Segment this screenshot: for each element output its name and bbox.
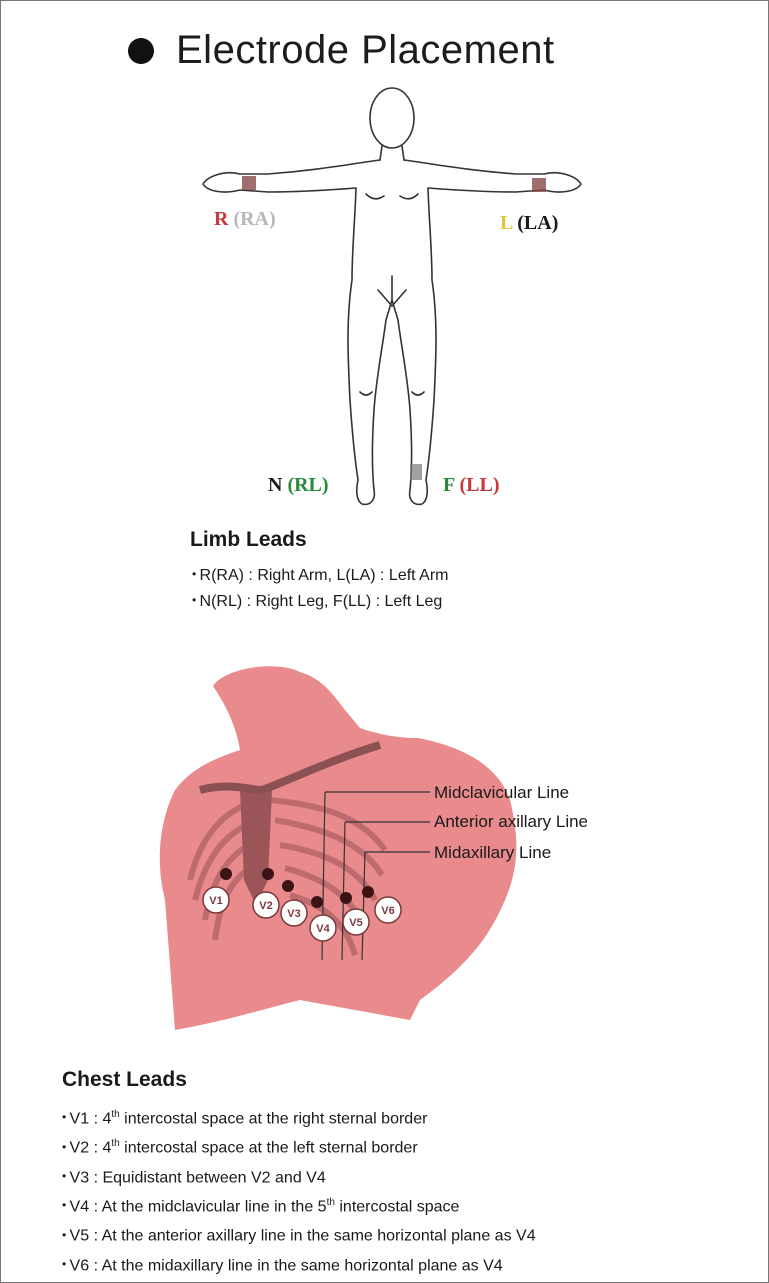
limb-leads-heading: Limb Leads — [190, 528, 307, 552]
ll-electrode — [410, 464, 422, 480]
f-letter: F — [443, 474, 454, 496]
v2-label: V2 — [259, 900, 272, 912]
n-letter: N — [268, 474, 282, 496]
ra-electrode — [242, 176, 256, 190]
midclavicular-label: Midclavicular Line — [434, 783, 569, 803]
list-item: V5 : At the anterior axillary line in th… — [62, 1219, 536, 1248]
la-electrode — [532, 178, 546, 192]
list-item: V1 : 4th intercostal space at the right … — [62, 1102, 536, 1131]
la-label: L (LA) — [500, 212, 558, 235]
head-outline — [370, 88, 414, 148]
chest-leads-list: V1 : 4th intercostal space at the right … — [62, 1102, 536, 1278]
body-outline — [203, 88, 581, 504]
list-item: V3 : Equidistant between V2 and V4 — [62, 1161, 536, 1190]
ll-text: (LL) — [459, 474, 499, 496]
ra-text: (RA) — [233, 208, 275, 230]
l-letter: L — [500, 212, 512, 234]
list-item: R(RA) : Right Arm, L(LA) : Left Arm — [192, 562, 449, 588]
v3-label: V3 — [287, 908, 300, 920]
anterior-axillary-label: Anterior axillary Line — [434, 812, 588, 832]
chest-leads-heading: Chest Leads — [62, 1068, 187, 1092]
list-item: V6 : At the midaxillary line in the same… — [62, 1249, 536, 1278]
v4-label: V4 — [316, 923, 330, 935]
rl-text: (RL) — [287, 474, 328, 496]
la-text: (LA) — [517, 212, 558, 234]
ll-label: F (LL) — [443, 474, 499, 497]
r-letter: R — [214, 208, 228, 230]
limb-leads-list: R(RA) : Right Arm, L(LA) : Left Arm N(RL… — [192, 562, 449, 614]
list-item: V2 : 4th intercostal space at the left s… — [62, 1131, 536, 1160]
chest-detail — [366, 194, 418, 199]
rl-label: N (RL) — [268, 474, 329, 497]
v1-label: V1 — [209, 895, 222, 907]
list-item: N(RL) : Right Leg, F(LL) : Left Leg — [192, 588, 449, 614]
ra-label: R (RA) — [214, 208, 276, 231]
knee-lines — [360, 392, 424, 395]
v5-label: V5 — [349, 917, 362, 929]
midaxillary-label: Midaxillary Line — [434, 843, 551, 863]
list-item: V4 : At the midclavicular line in the 5t… — [62, 1190, 536, 1219]
v6-label: V6 — [381, 905, 394, 917]
